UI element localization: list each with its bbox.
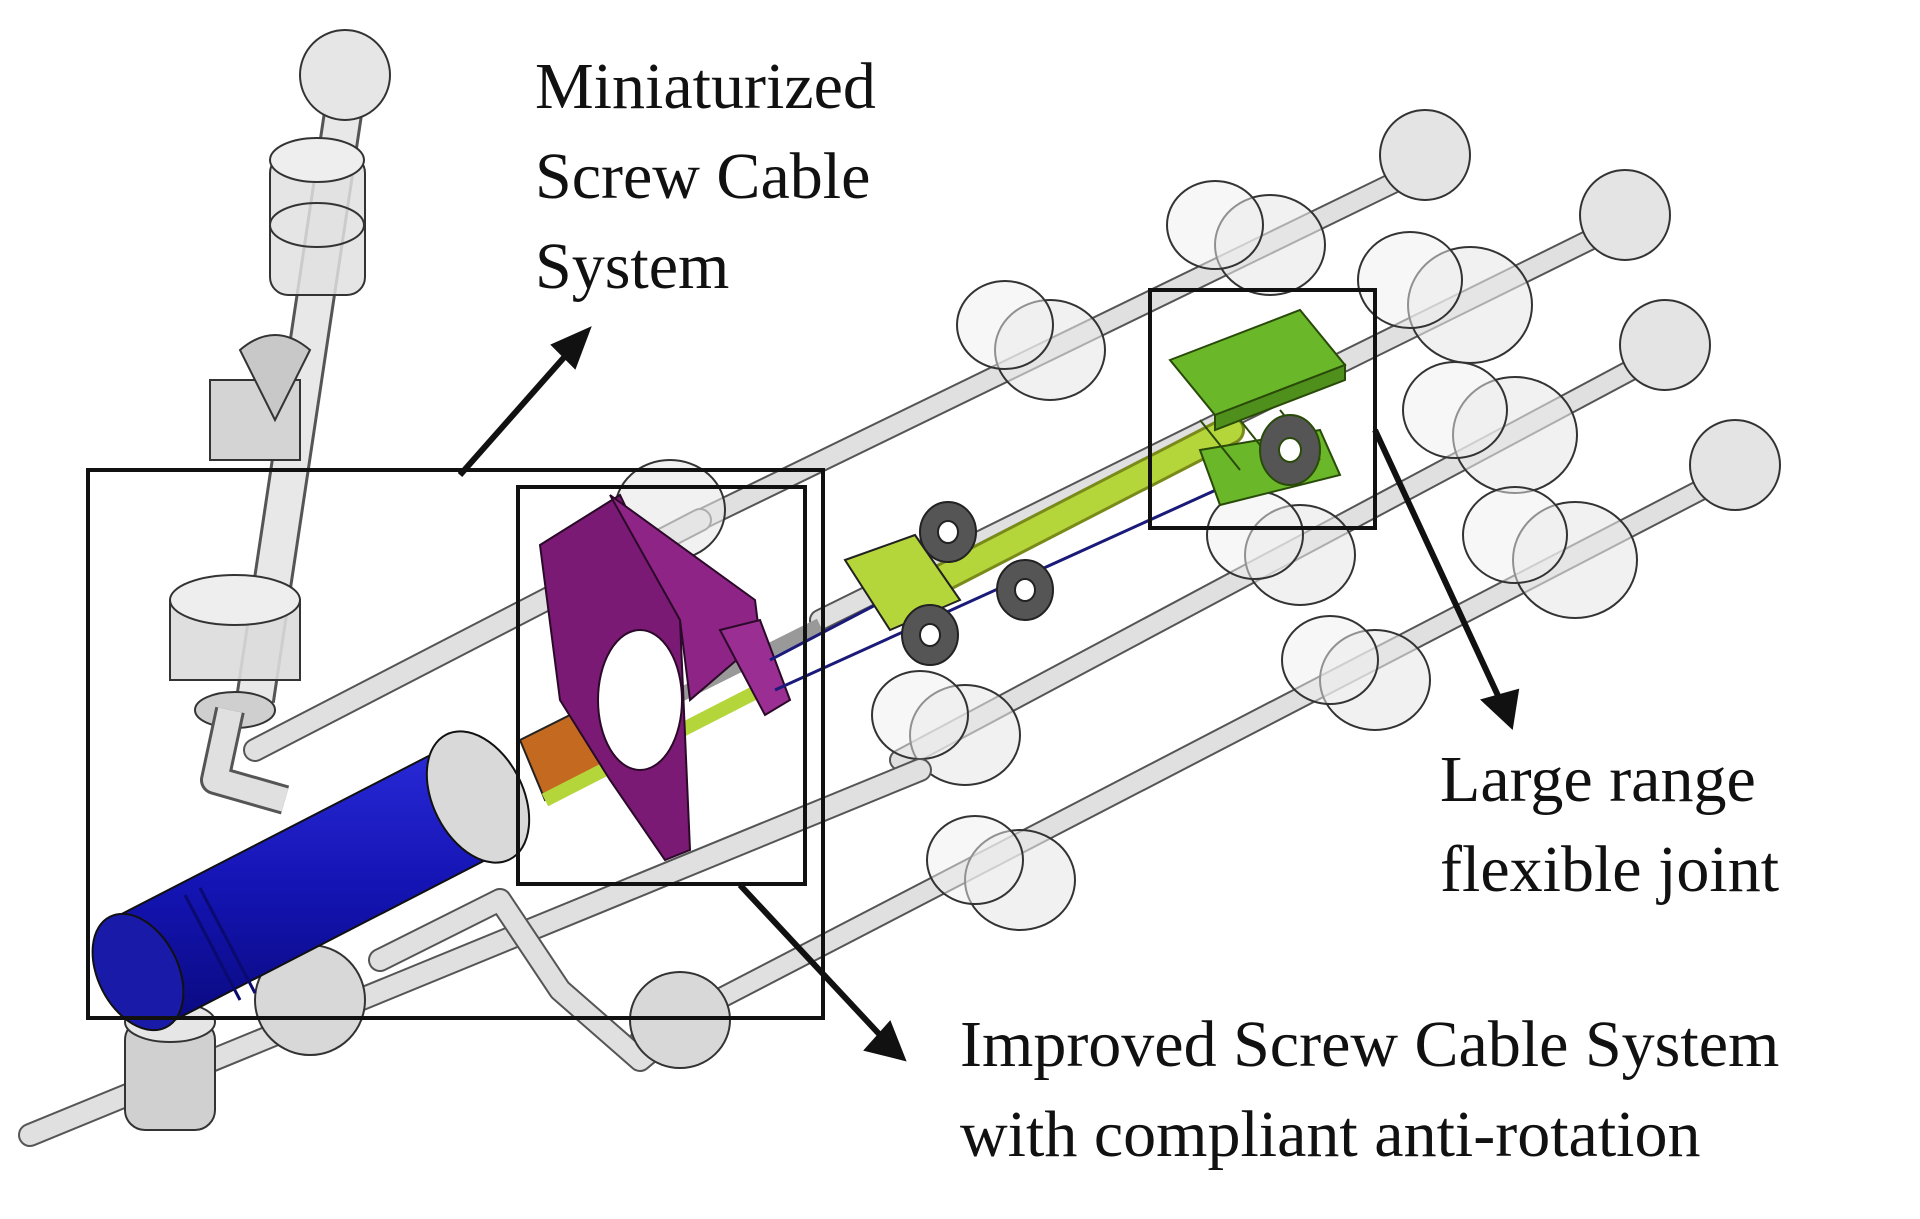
large-range-joint-label: Large range flexible joint (1440, 735, 1779, 915)
callout-arrows (457, 326, 1520, 1062)
flexible-joint-callout-box (1148, 288, 1377, 530)
vertical-link-assembly (169, 29, 391, 815)
arrow-flexible-joint (1372, 428, 1503, 702)
rod-end-ball (1579, 169, 1671, 261)
miniaturized-screw-cable-label: Miniaturized Screw Cable System (535, 42, 876, 312)
improved-label-line-1: Improved Screw Cable System (960, 1008, 1780, 1081)
cable-drive (769, 415, 1261, 692)
improved-callout-box (516, 485, 807, 886)
rod-end-ball (1379, 109, 1471, 201)
improved-label-line-2: with compliant anti-rotation (960, 1098, 1701, 1171)
miniaturized-callout-box (86, 468, 825, 1020)
finger-rod-4 (629, 419, 1781, 1051)
miniaturized-label-line-3: System (535, 230, 730, 303)
finger-rod-1 (689, 109, 1471, 531)
finger-rod-3 (871, 299, 1711, 786)
flexible-joint (1168, 308, 1347, 507)
link-top-ball (299, 29, 391, 121)
large-range-label-line-1: Large range (1440, 743, 1756, 816)
callout-boxes (86, 288, 1377, 1020)
rod-end-ball (1689, 419, 1781, 511)
bracket-top (609, 494, 762, 702)
miniaturized-label-line-2: Screw Cable (535, 140, 871, 213)
rod-end-ball (1619, 299, 1711, 391)
arrow-improved (737, 882, 883, 1038)
miniaturized-label-line-1: Miniaturized (535, 50, 876, 123)
large-range-label-line-2: flexible joint (1440, 833, 1780, 906)
improved-screw-cable-label: Improved Screw Cable System with complia… (960, 1000, 1779, 1180)
arrow-miniaturized (457, 343, 578, 477)
green-link-shaft (888, 418, 1242, 612)
anti-rotation-bracket (538, 493, 792, 862)
motor (91, 730, 531, 1032)
motor-end-cap (91, 912, 185, 1032)
bracket-hole (597, 629, 683, 771)
